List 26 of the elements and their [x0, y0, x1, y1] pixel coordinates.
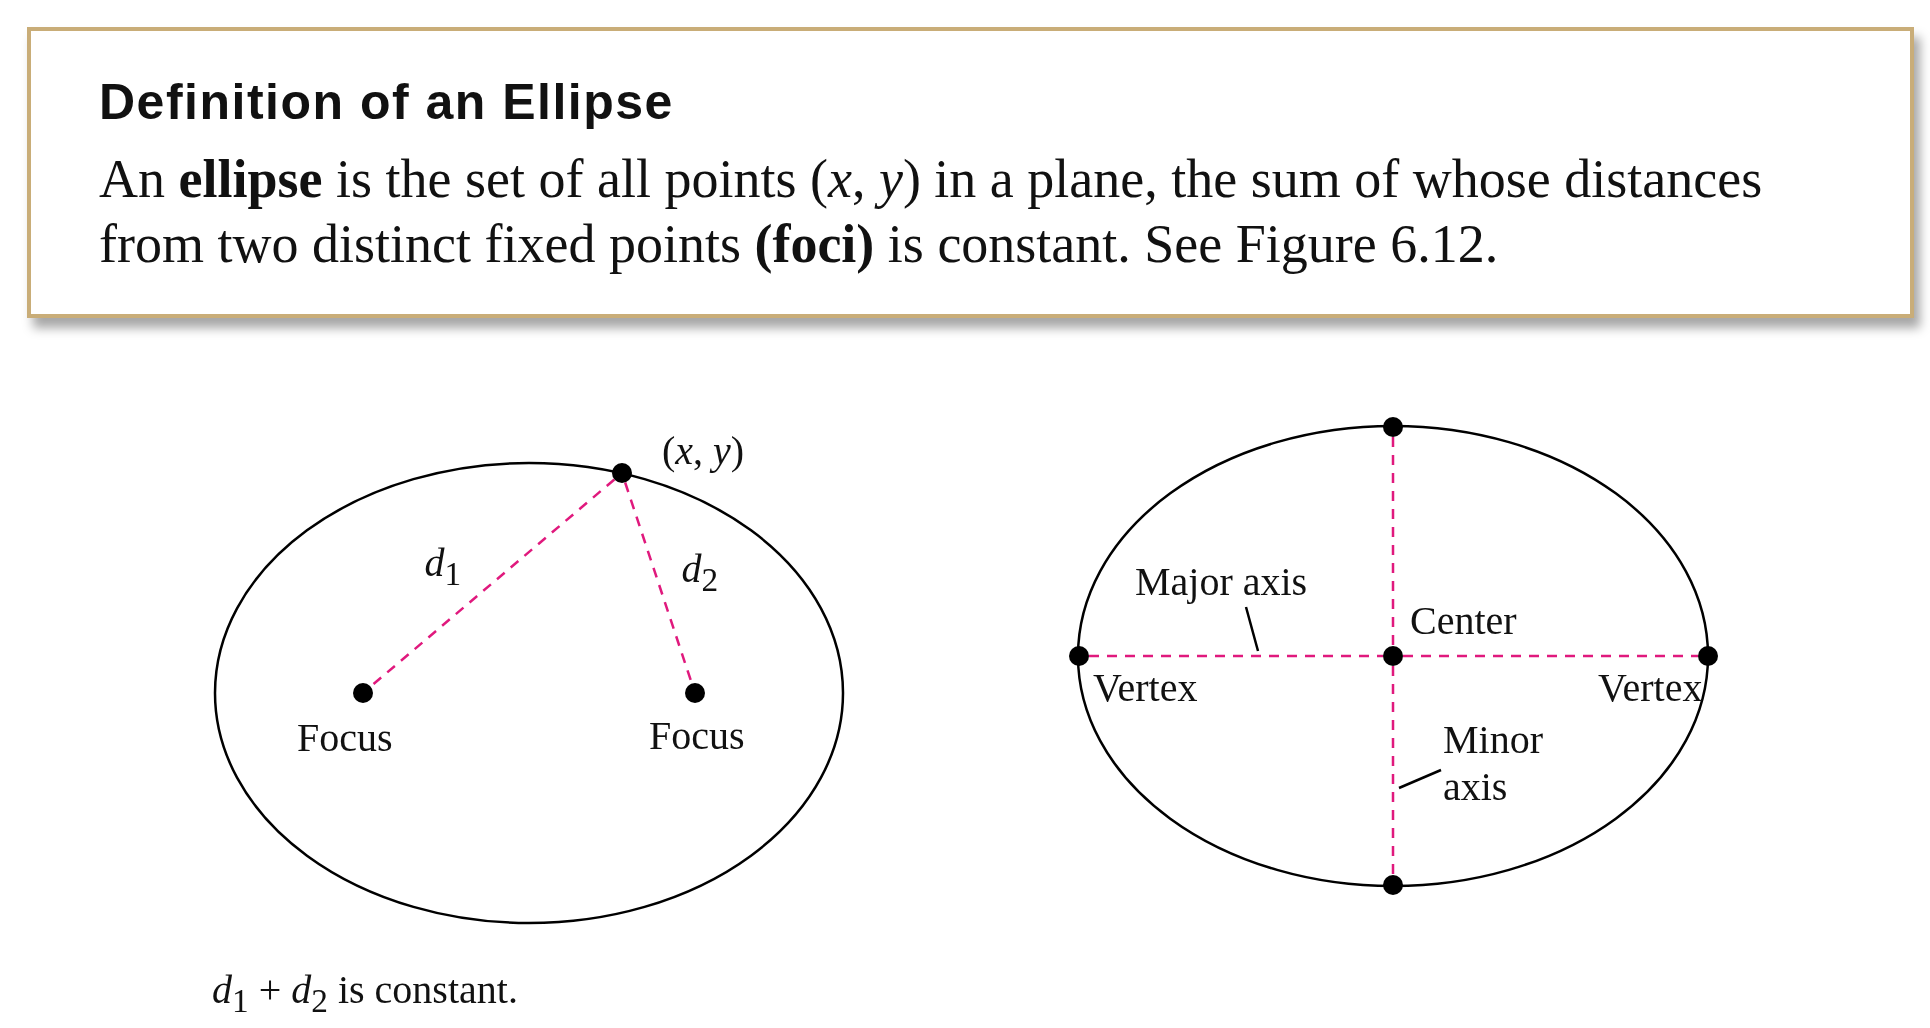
axis-label: Minor axis: [1443, 716, 1573, 810]
point-dot: [685, 683, 705, 703]
dashed-line: [1391, 666, 1395, 875]
vertex-label: Vertex: [1093, 665, 1198, 711]
vertex-label: Vertex: [1598, 665, 1703, 711]
leader-line: [1244, 606, 1260, 652]
point-dot: [1383, 875, 1403, 895]
point-dot: [1698, 646, 1718, 666]
point-dot: [1383, 646, 1403, 666]
point-dot: [1069, 646, 1089, 666]
point-dot: [353, 683, 373, 703]
definition-text: An ellipse is the set of all points (x, y) in a plane, the sum of whose distances from two distinct fixed points (foci) is constant. See Figure 6.12.: [99, 148, 1764, 276]
focus-label: Focus: [649, 713, 745, 759]
axis-label: Major axis: [1135, 558, 1308, 605]
dashed-line: [1391, 437, 1395, 646]
point-label: (x, y): [662, 428, 745, 474]
dashed-line: [1403, 654, 1698, 658]
definition-title: Definition of an Ellipse: [99, 73, 675, 131]
center-label: Center: [1410, 598, 1517, 644]
focus-label: Focus: [297, 715, 393, 761]
definition-box: [27, 27, 1914, 318]
point-dot: [612, 463, 632, 483]
leader-line: [1398, 768, 1442, 790]
caption: d$_{1}$ + d$_{2}$ is constant.: [212, 966, 518, 1020]
dashed-line: [1089, 654, 1383, 658]
point-dot: [1383, 417, 1403, 437]
